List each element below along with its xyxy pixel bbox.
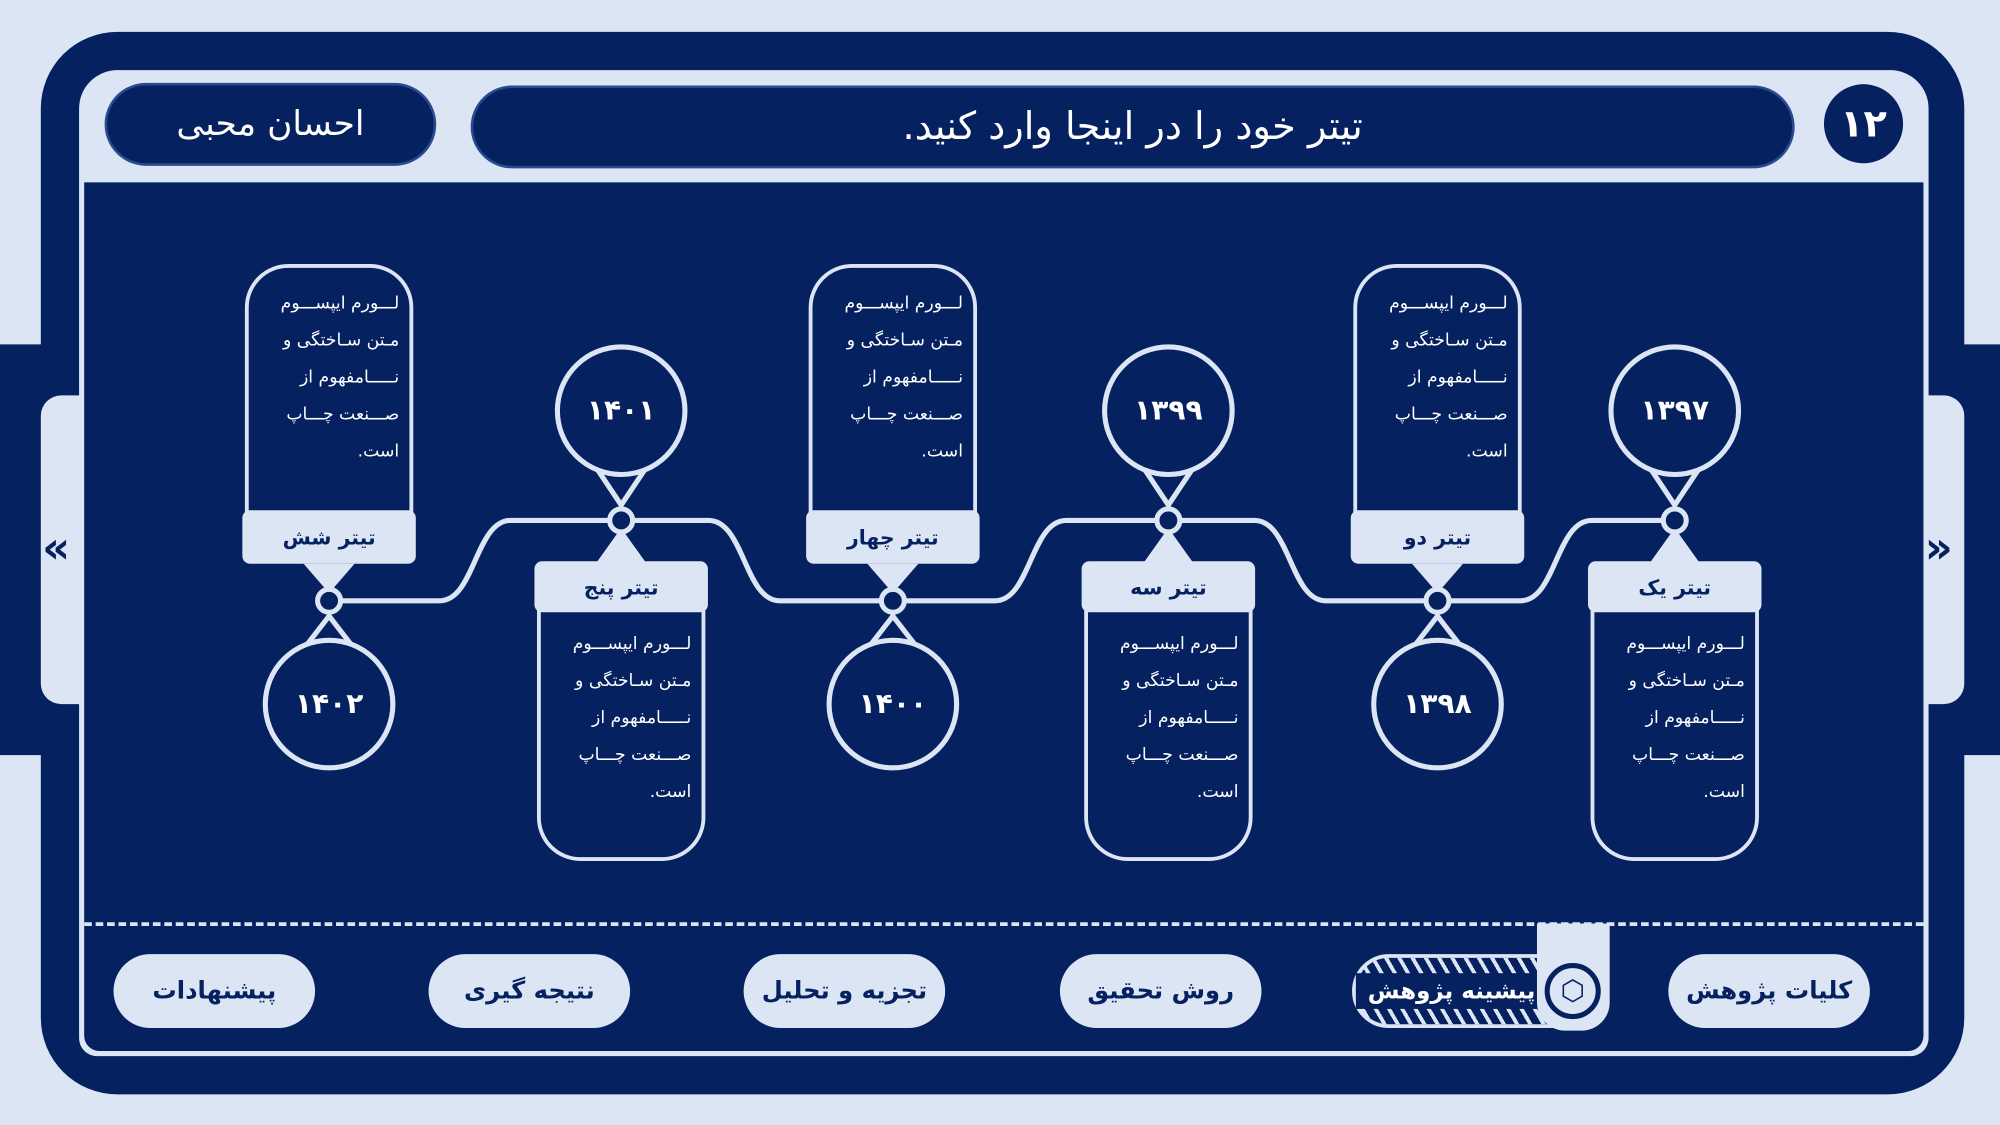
nav-button-label: پیشینه پژوهش [1355, 973, 1548, 1009]
next-arrow-icon[interactable]: » [1924, 522, 1953, 574]
title-pill: تیتر خود را در اینجا وارد کنید. [470, 85, 1795, 169]
card-pointer [1142, 528, 1194, 564]
pin-joint [297, 653, 361, 666]
year-label: ۱۳۹۸ [1403, 688, 1472, 721]
timeline-wire [329, 517, 1675, 604]
card-title: تیتر یک [1638, 574, 1712, 599]
card-text-line: صـــنعت چـــاپ [1394, 404, 1508, 425]
author-name: احسان محبی [176, 104, 365, 145]
year-pin-circle [262, 637, 396, 771]
card-text-line: نـــــامفهوم از [299, 367, 400, 388]
card-title: تیتر چهار [846, 524, 939, 550]
card-pointer [1649, 528, 1701, 564]
card-title: تیتر سه [1130, 574, 1207, 599]
slide-number-badge: ۱۲ [1823, 84, 1904, 164]
card-header: تیتر سه [1081, 561, 1256, 613]
card-header: تیتر پنج [534, 561, 708, 613]
card-title: تیتر دو [1403, 524, 1472, 550]
prev-tab[interactable] [40, 395, 85, 705]
card-text-line: مـتن سـاختگی و [846, 330, 964, 351]
card-pointer [303, 563, 355, 594]
card-text-line: صـــنعت چـــاپ [1632, 744, 1745, 766]
card-text-line: نـــــامفهوم از [1645, 707, 1745, 729]
dashed-divider [84, 922, 1924, 927]
slide-title: تیتر خود را در اینجا وارد کنید. [902, 104, 1363, 150]
pin-joint [860, 653, 925, 666]
card-text-line: است. [1703, 781, 1745, 803]
pin-joint [1136, 448, 1201, 462]
timeline-node [878, 586, 907, 615]
card-pointer [1411, 563, 1464, 594]
card-body: لـــورم ایپســـوم مـتن سـاختگی و نـــــامف… [244, 264, 414, 520]
molecule-icon: ⬡ [1544, 963, 1601, 1020]
card-text-line: مـتن سـاختگی و [575, 670, 692, 692]
card-text-line: لـــورم ایپســـوم [1626, 633, 1745, 655]
year-label: ۱۴۰۲ [294, 688, 364, 721]
card-text-line: صـــنعت چـــاپ [850, 404, 964, 425]
nav-button[interactable]: نتیجه گیری [428, 954, 631, 1029]
card-text-line: نـــــامفهوم از [1408, 367, 1508, 388]
card-text-line: لـــورم ایپســـوم [572, 633, 692, 655]
year-pin-circle [826, 637, 960, 771]
timeline-node [315, 586, 344, 615]
card-text-line: نـــــامفهوم از [592, 707, 692, 729]
card-title: تیتر پنج [583, 574, 659, 599]
card-text-line: صـــنعت چـــاپ [1125, 744, 1239, 766]
card-text-line: صـــنعت چـــاپ [578, 744, 692, 766]
nav-button[interactable]: پیشنهادات [113, 954, 316, 1029]
card-header: تیتر دو [1350, 510, 1525, 564]
card-text-line: نـــــامفهوم از [1139, 707, 1239, 729]
slide-number: ۱۲ [1840, 101, 1887, 147]
year-pin-circle [1371, 637, 1504, 771]
timeline-node [1154, 506, 1183, 535]
card-text-line: لـــورم ایپســـوم [844, 293, 964, 314]
card-text-line: مـتن سـاختگی و [1391, 330, 1508, 351]
timeline-node [607, 506, 636, 535]
timeline-node [1660, 506, 1689, 535]
card-text-line: است. [357, 441, 400, 462]
timeline-node [1423, 586, 1452, 615]
card-text-line: صـــنعت چـــاپ [286, 404, 400, 425]
card-text-line: نـــــامفهوم از [863, 367, 964, 388]
author-pill: احسان محبی [104, 82, 437, 166]
card-title: تیتر شش [282, 524, 376, 550]
card-body: لـــورم ایپســـوم مـتن سـاختگی و نـــــامف… [536, 599, 706, 861]
card-text-line: لـــورم ایپســـوم [1389, 293, 1508, 314]
year-label: ۱۴۰۰ [858, 688, 928, 721]
nav-button[interactable]: کلیات پژوهش [1668, 954, 1870, 1029]
card-text-line: است. [1196, 781, 1239, 803]
nav-button[interactable]: روش تحقیق [1059, 954, 1262, 1029]
pin-joint [589, 448, 654, 462]
card-header: تیتر یک [1588, 561, 1762, 613]
card-text-line: است. [921, 441, 964, 462]
year-label: ۱۳۹۹ [1134, 394, 1203, 427]
year-pin-circle [1608, 344, 1742, 478]
card-text-line: است. [649, 781, 692, 803]
card-pointer [595, 528, 647, 564]
card-text-line: است. [1466, 441, 1508, 462]
year-label: ۱۳۹۷ [1640, 394, 1710, 427]
year-label: ۱۴۰۱ [586, 394, 656, 427]
card-body: لـــورم ایپســـوم مـتن سـاختگی و نـــــامف… [1590, 599, 1759, 861]
card-text-line: مـتن سـاختگی و [1122, 670, 1239, 692]
pin-joint [1642, 448, 1707, 462]
card-text-line: مـتن سـاختگی و [282, 330, 400, 351]
year-pin-circle [554, 344, 688, 478]
card-header: تیتر شش [242, 510, 416, 564]
card-body: لـــورم ایپســـوم مـتن سـاختگی و نـــــامف… [1084, 599, 1253, 861]
card-body: لـــورم ایپســـوم مـتن سـاختگی و نـــــامف… [1353, 264, 1522, 520]
card-text-line: مـتن سـاختگی و [1628, 670, 1745, 692]
pin-joint [1405, 653, 1470, 666]
year-pin-circle [1102, 344, 1235, 478]
prev-arrow-icon[interactable]: « [42, 522, 71, 574]
card-text-line: لـــورم ایپســـوم [1119, 633, 1239, 655]
card-body: لـــورم ایپســـوم مـتن سـاختگی و نـــــامف… [808, 264, 978, 520]
card-pointer [867, 563, 919, 594]
card-header: تیتر چهار [806, 510, 980, 564]
nav-button[interactable]: تجزیه و تحلیل [743, 954, 946, 1029]
card-text-line: لـــورم ایپســـوم [280, 293, 400, 314]
